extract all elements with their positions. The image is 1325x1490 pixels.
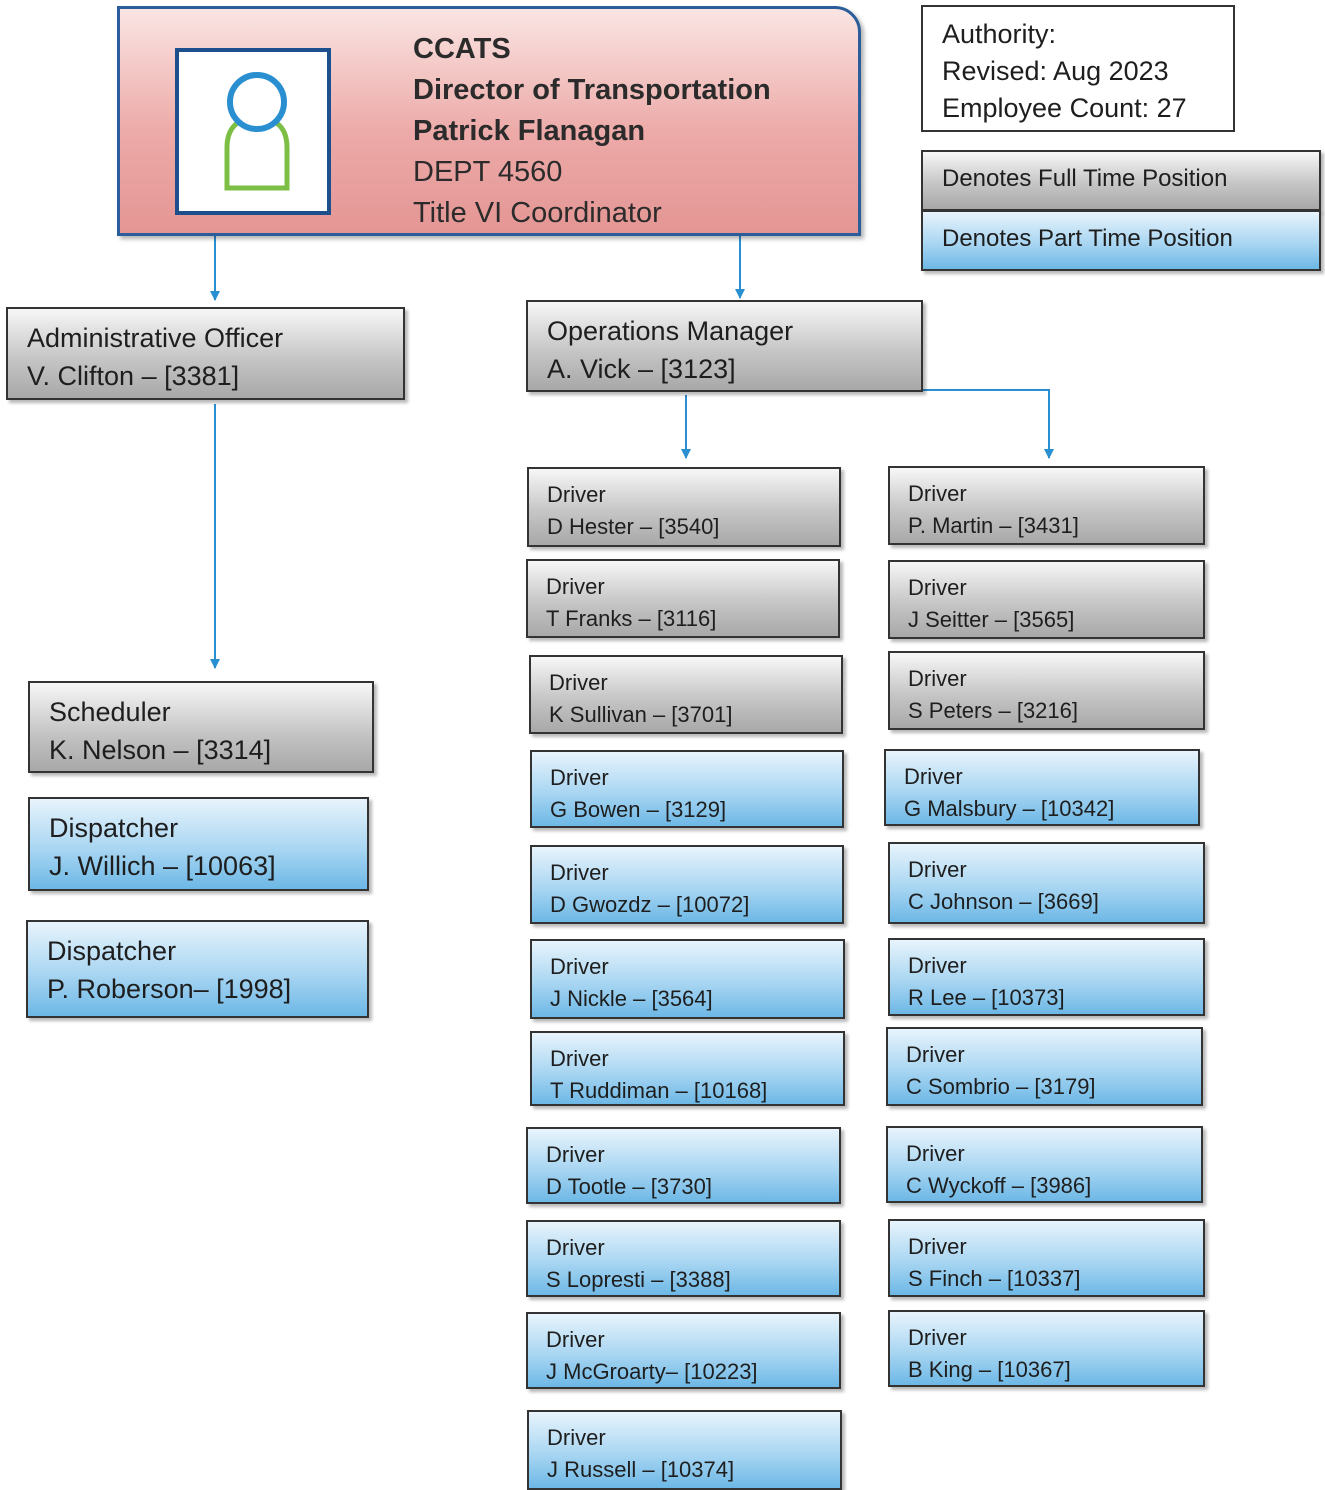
employee-name: P. Martin – [3431] (908, 513, 1079, 538)
driver-box: Driver J Russell – [10374] (527, 1410, 842, 1490)
driver-box: Driver R Lee – [10373] (888, 938, 1205, 1016)
position-title: Driver (546, 1327, 605, 1352)
position-title: Driver (550, 954, 609, 979)
employee-name: B King – [10367] (908, 1357, 1071, 1382)
position-title: Driver (547, 1425, 606, 1450)
authority-box: Authority: Revised: Aug 2023 Employee Co… (921, 5, 1235, 132)
dispatcher-box: Dispatcher P. Roberson– [1998] (26, 920, 369, 1018)
position-title: Driver (906, 1141, 965, 1166)
employee-name: K Sullivan – [3701] (549, 702, 733, 727)
employee-name: J. Willich – [10063] (49, 851, 276, 881)
driver-box: Driver J McGroarty– [10223] (526, 1312, 841, 1389)
director-box: CCATS Director of Transportation Patrick… (117, 6, 861, 236)
position-title: Driver (550, 860, 609, 885)
position-title: Driver (908, 575, 967, 600)
driver-box: Driver C Johnson – [3669] (888, 842, 1205, 924)
employee-name: R Lee – [10373] (908, 985, 1065, 1010)
employee-name: G Malsbury – [10342] (904, 796, 1115, 821)
director-title: Director of Transportation (413, 74, 771, 106)
position-title: Driver (547, 482, 606, 507)
employee-name: T Ruddiman – [10168] (550, 1078, 768, 1103)
employee-name: J Russell – [10374] (547, 1457, 735, 1482)
position-title: Driver (908, 953, 967, 978)
driver-box: Driver T Ruddiman – [10168] (530, 1031, 845, 1106)
position-title: Driver (908, 1234, 967, 1259)
org-name: CCATS (413, 33, 511, 65)
driver-box: Driver D Gwozdz – [10072] (530, 845, 844, 924)
driver-box: Driver B King – [10367] (888, 1310, 1205, 1387)
position-title: Driver (546, 1142, 605, 1167)
director-details: CCATS Director of Transportation Patrick… (413, 29, 771, 234)
employee-name: J Seitter – [3565] (908, 607, 1075, 632)
driver-box: Driver G Bowen – [3129] (530, 750, 844, 828)
avatar (175, 48, 331, 215)
position-title: Driver (550, 765, 609, 790)
employee-name: K. Nelson – [3314] (49, 735, 272, 765)
dispatcher-box: Dispatcher J. Willich – [10063] (28, 797, 369, 891)
driver-box: Driver G Malsbury – [10342] (884, 749, 1200, 826)
employee-name: C Johnson – [3669] (908, 889, 1099, 914)
driver-box: Driver S Finch – [10337] (888, 1219, 1205, 1297)
employee-name: G Bowen – [3129] (550, 797, 727, 822)
revised-date: Revised: Aug 2023 (942, 56, 1169, 86)
legend-part-time: Denotes Part Time Position (921, 210, 1321, 271)
operations-manager-box: Operations Manager A. Vick – [3123] (526, 300, 923, 392)
driver-box: Driver S Peters – [3216] (888, 651, 1205, 730)
position-title: Driver (546, 1235, 605, 1260)
director-dept: DEPT 4560 (413, 156, 563, 188)
position-title: Driver (550, 1046, 609, 1071)
employee-name: J McGroarty– [10223] (546, 1359, 758, 1384)
position-title: Driver (904, 764, 963, 789)
driver-box: Driver S Lopresti – [3388] (526, 1220, 841, 1297)
scheduler-box: Scheduler K. Nelson – [3314] (28, 681, 374, 773)
position-title: Driver (908, 1325, 967, 1350)
employee-name: J Nickle – [3564] (550, 986, 713, 1011)
position-title: Operations Manager (547, 316, 794, 346)
admin-officer-box: Administrative Officer V. Clifton – [338… (6, 307, 405, 400)
position-title: Driver (908, 857, 967, 882)
driver-box: Driver P. Martin – [3431] (888, 466, 1205, 545)
employee-name: T Franks – [3116] (546, 606, 717, 631)
position-title: Administrative Officer (27, 323, 284, 353)
position-title: Dispatcher (47, 936, 177, 966)
employee-count: Employee Count: 27 (942, 93, 1187, 123)
authority-label: Authority: (942, 19, 1057, 49)
driver-box: Driver K Sullivan – [3701] (529, 655, 843, 734)
connector-operations-to-right-drivers (922, 389, 1054, 459)
driver-box: Driver J Seitter – [3565] (888, 560, 1205, 639)
employee-name: V. Clifton – [3381] (27, 361, 240, 391)
position-title: Driver (549, 670, 608, 695)
employee-name: C Sombrio – [3179] (906, 1074, 1096, 1099)
position-title: Scheduler (49, 697, 171, 727)
position-title: Driver (908, 666, 967, 691)
employee-name: D Gwozdz – [10072] (550, 892, 750, 917)
legend-part-time-label: Denotes Part Time Position (942, 225, 1233, 252)
employee-name: S Finch – [10337] (908, 1266, 1081, 1291)
driver-box: Driver D Tootle – [3730] (526, 1127, 841, 1204)
position-title: Dispatcher (49, 813, 179, 843)
employee-name: S Lopresti – [3388] (546, 1267, 731, 1292)
driver-box: Driver C Sombrio – [3179] (886, 1027, 1203, 1106)
director-role: Title VI Coordinator (413, 197, 662, 229)
legend-full-time: Denotes Full Time Position (921, 150, 1321, 211)
driver-box: Driver D Hester – [3540] (527, 467, 841, 547)
employee-name: D Tootle – [3730] (546, 1174, 712, 1199)
employee-name: P. Roberson– [1998] (47, 974, 292, 1004)
position-title: Driver (908, 481, 967, 506)
driver-box: Driver J Nickle – [3564] (530, 939, 845, 1019)
employee-name: S Peters – [3216] (908, 698, 1078, 723)
person-icon (224, 72, 290, 191)
driver-box: Driver C Wyckoff – [3986] (886, 1126, 1203, 1203)
employee-name: D Hester – [3540] (547, 514, 720, 539)
position-title: Driver (546, 574, 605, 599)
legend-full-time-label: Denotes Full Time Position (942, 165, 1228, 192)
employee-name: A. Vick – [3123] (547, 354, 736, 384)
director-name: Patrick Flanagan (413, 115, 646, 147)
driver-box: Driver T Franks – [3116] (526, 559, 840, 638)
position-title: Driver (906, 1042, 965, 1067)
employee-name: C Wyckoff – [3986] (906, 1173, 1092, 1198)
